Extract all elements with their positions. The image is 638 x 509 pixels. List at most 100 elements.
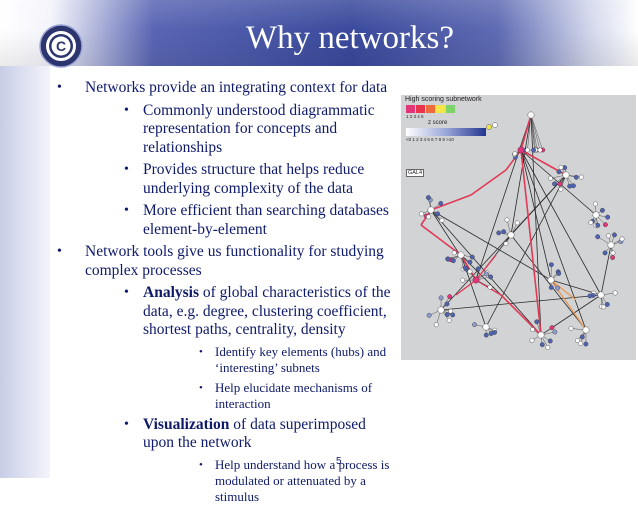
network-node bbox=[580, 335, 584, 339]
network-figure: High scoring subnetwork z score 1 2 3 4 … bbox=[401, 95, 636, 360]
network-edge bbox=[421, 225, 461, 255]
bullet-marker: • bbox=[199, 457, 203, 473]
network-node bbox=[460, 278, 464, 282]
legend-swatch bbox=[436, 105, 445, 113]
network-node bbox=[493, 123, 498, 128]
network-node bbox=[549, 285, 553, 289]
figure-blue-ticks: <0 1 2 3 4 5 6 7 8 9 >10 bbox=[406, 137, 454, 142]
network-node bbox=[515, 221, 519, 225]
network-edge bbox=[456, 280, 476, 295]
bullet-text: Provides structure that helps reduce und… bbox=[143, 161, 364, 197]
network-node bbox=[452, 251, 456, 255]
network-node bbox=[435, 212, 439, 216]
network-node bbox=[575, 338, 579, 342]
network-node bbox=[447, 318, 451, 322]
legend-swatch bbox=[446, 105, 455, 113]
bullet-marker: • bbox=[124, 102, 129, 121]
network-node bbox=[606, 234, 610, 238]
network-node bbox=[553, 330, 557, 334]
network-node bbox=[584, 342, 588, 346]
network-node bbox=[559, 187, 563, 191]
figure-node-label: GAL4 bbox=[406, 169, 424, 177]
sub-bullet-visualization: •Visualization of data superimposed upon… bbox=[114, 416, 397, 505]
network-node bbox=[468, 269, 472, 273]
network-node bbox=[470, 255, 474, 259]
network-node bbox=[557, 271, 561, 275]
figure-red-ticks: 1 2 3 4 5 bbox=[406, 114, 424, 119]
network-node bbox=[525, 148, 529, 152]
bullet-bold-term: Visualization bbox=[143, 416, 229, 433]
network-node bbox=[550, 325, 554, 329]
bullet-marker: • bbox=[199, 344, 203, 360]
slide-title: Why networks? bbox=[140, 18, 560, 58]
network-node bbox=[611, 251, 615, 255]
network-node bbox=[508, 232, 514, 238]
network-node bbox=[589, 220, 593, 224]
sub-sub-bullet-modulated: • Help understand how a process is modula… bbox=[189, 457, 397, 505]
legend-swatch bbox=[416, 105, 425, 113]
network-node bbox=[531, 148, 535, 152]
network-node bbox=[552, 182, 556, 186]
network-node bbox=[426, 195, 430, 199]
network-node bbox=[419, 212, 423, 216]
bullet-list: • Networks provide an integrating contex… bbox=[57, 79, 397, 509]
network-node bbox=[620, 237, 624, 241]
bullet-marker: • bbox=[57, 79, 62, 98]
network-node bbox=[463, 266, 467, 270]
network-node bbox=[579, 175, 583, 179]
legend-swatch bbox=[426, 105, 435, 113]
network-node bbox=[472, 322, 476, 326]
network-node bbox=[445, 312, 449, 316]
network-node bbox=[548, 339, 552, 343]
figure-z-label: z score bbox=[428, 120, 447, 126]
network-node bbox=[484, 272, 488, 276]
bullet-text: Identify key elements (hubs) and ‘intere… bbox=[215, 344, 386, 375]
bullet-marker: • bbox=[57, 243, 62, 262]
sub-bullet-efficient: •More efficient than searching databases… bbox=[114, 202, 397, 239]
bullet-marker: • bbox=[199, 380, 203, 396]
network-node bbox=[483, 324, 489, 330]
network-node bbox=[574, 175, 578, 179]
network-node bbox=[439, 296, 443, 300]
network-node bbox=[505, 218, 509, 222]
network-node bbox=[548, 176, 552, 180]
network-node bbox=[504, 241, 508, 245]
network-edge bbox=[431, 195, 471, 210]
bullet-text: Help understand how a process is modulat… bbox=[215, 457, 389, 504]
network-node bbox=[596, 223, 600, 227]
network-node bbox=[601, 305, 605, 309]
network-node bbox=[540, 342, 544, 346]
network-node bbox=[501, 229, 505, 233]
network-node bbox=[438, 307, 444, 313]
network-node bbox=[588, 294, 592, 298]
network-node bbox=[440, 218, 444, 222]
bullet-network-tools: • Network tools give us functionality fo… bbox=[57, 243, 397, 505]
network-node bbox=[488, 285, 492, 289]
network-node bbox=[567, 184, 571, 188]
network-node bbox=[605, 215, 609, 219]
network-node bbox=[451, 259, 455, 263]
page-number: 5 bbox=[336, 456, 342, 467]
network-node bbox=[546, 345, 550, 349]
figure-title: High scoring subnetwork bbox=[405, 96, 482, 103]
network-node bbox=[593, 202, 597, 206]
legend-swatch bbox=[406, 105, 415, 113]
network-node bbox=[608, 242, 614, 248]
network-node bbox=[559, 165, 563, 169]
network-node bbox=[445, 302, 449, 306]
bullet-text: Network tools give us functionality for … bbox=[85, 243, 384, 279]
network-node bbox=[530, 327, 534, 331]
network-node bbox=[557, 170, 561, 174]
network-node bbox=[434, 323, 438, 327]
network-node bbox=[593, 212, 599, 218]
network-node bbox=[595, 235, 599, 239]
network-node bbox=[468, 260, 472, 264]
network-node bbox=[489, 331, 493, 335]
bullet-marker: • bbox=[124, 284, 129, 303]
network-node bbox=[603, 251, 607, 255]
network-node bbox=[473, 277, 479, 283]
bullet-text: Networks provide an integrating context … bbox=[85, 79, 387, 96]
network-node bbox=[426, 215, 430, 219]
network-node bbox=[538, 148, 542, 152]
network-node bbox=[583, 327, 589, 333]
